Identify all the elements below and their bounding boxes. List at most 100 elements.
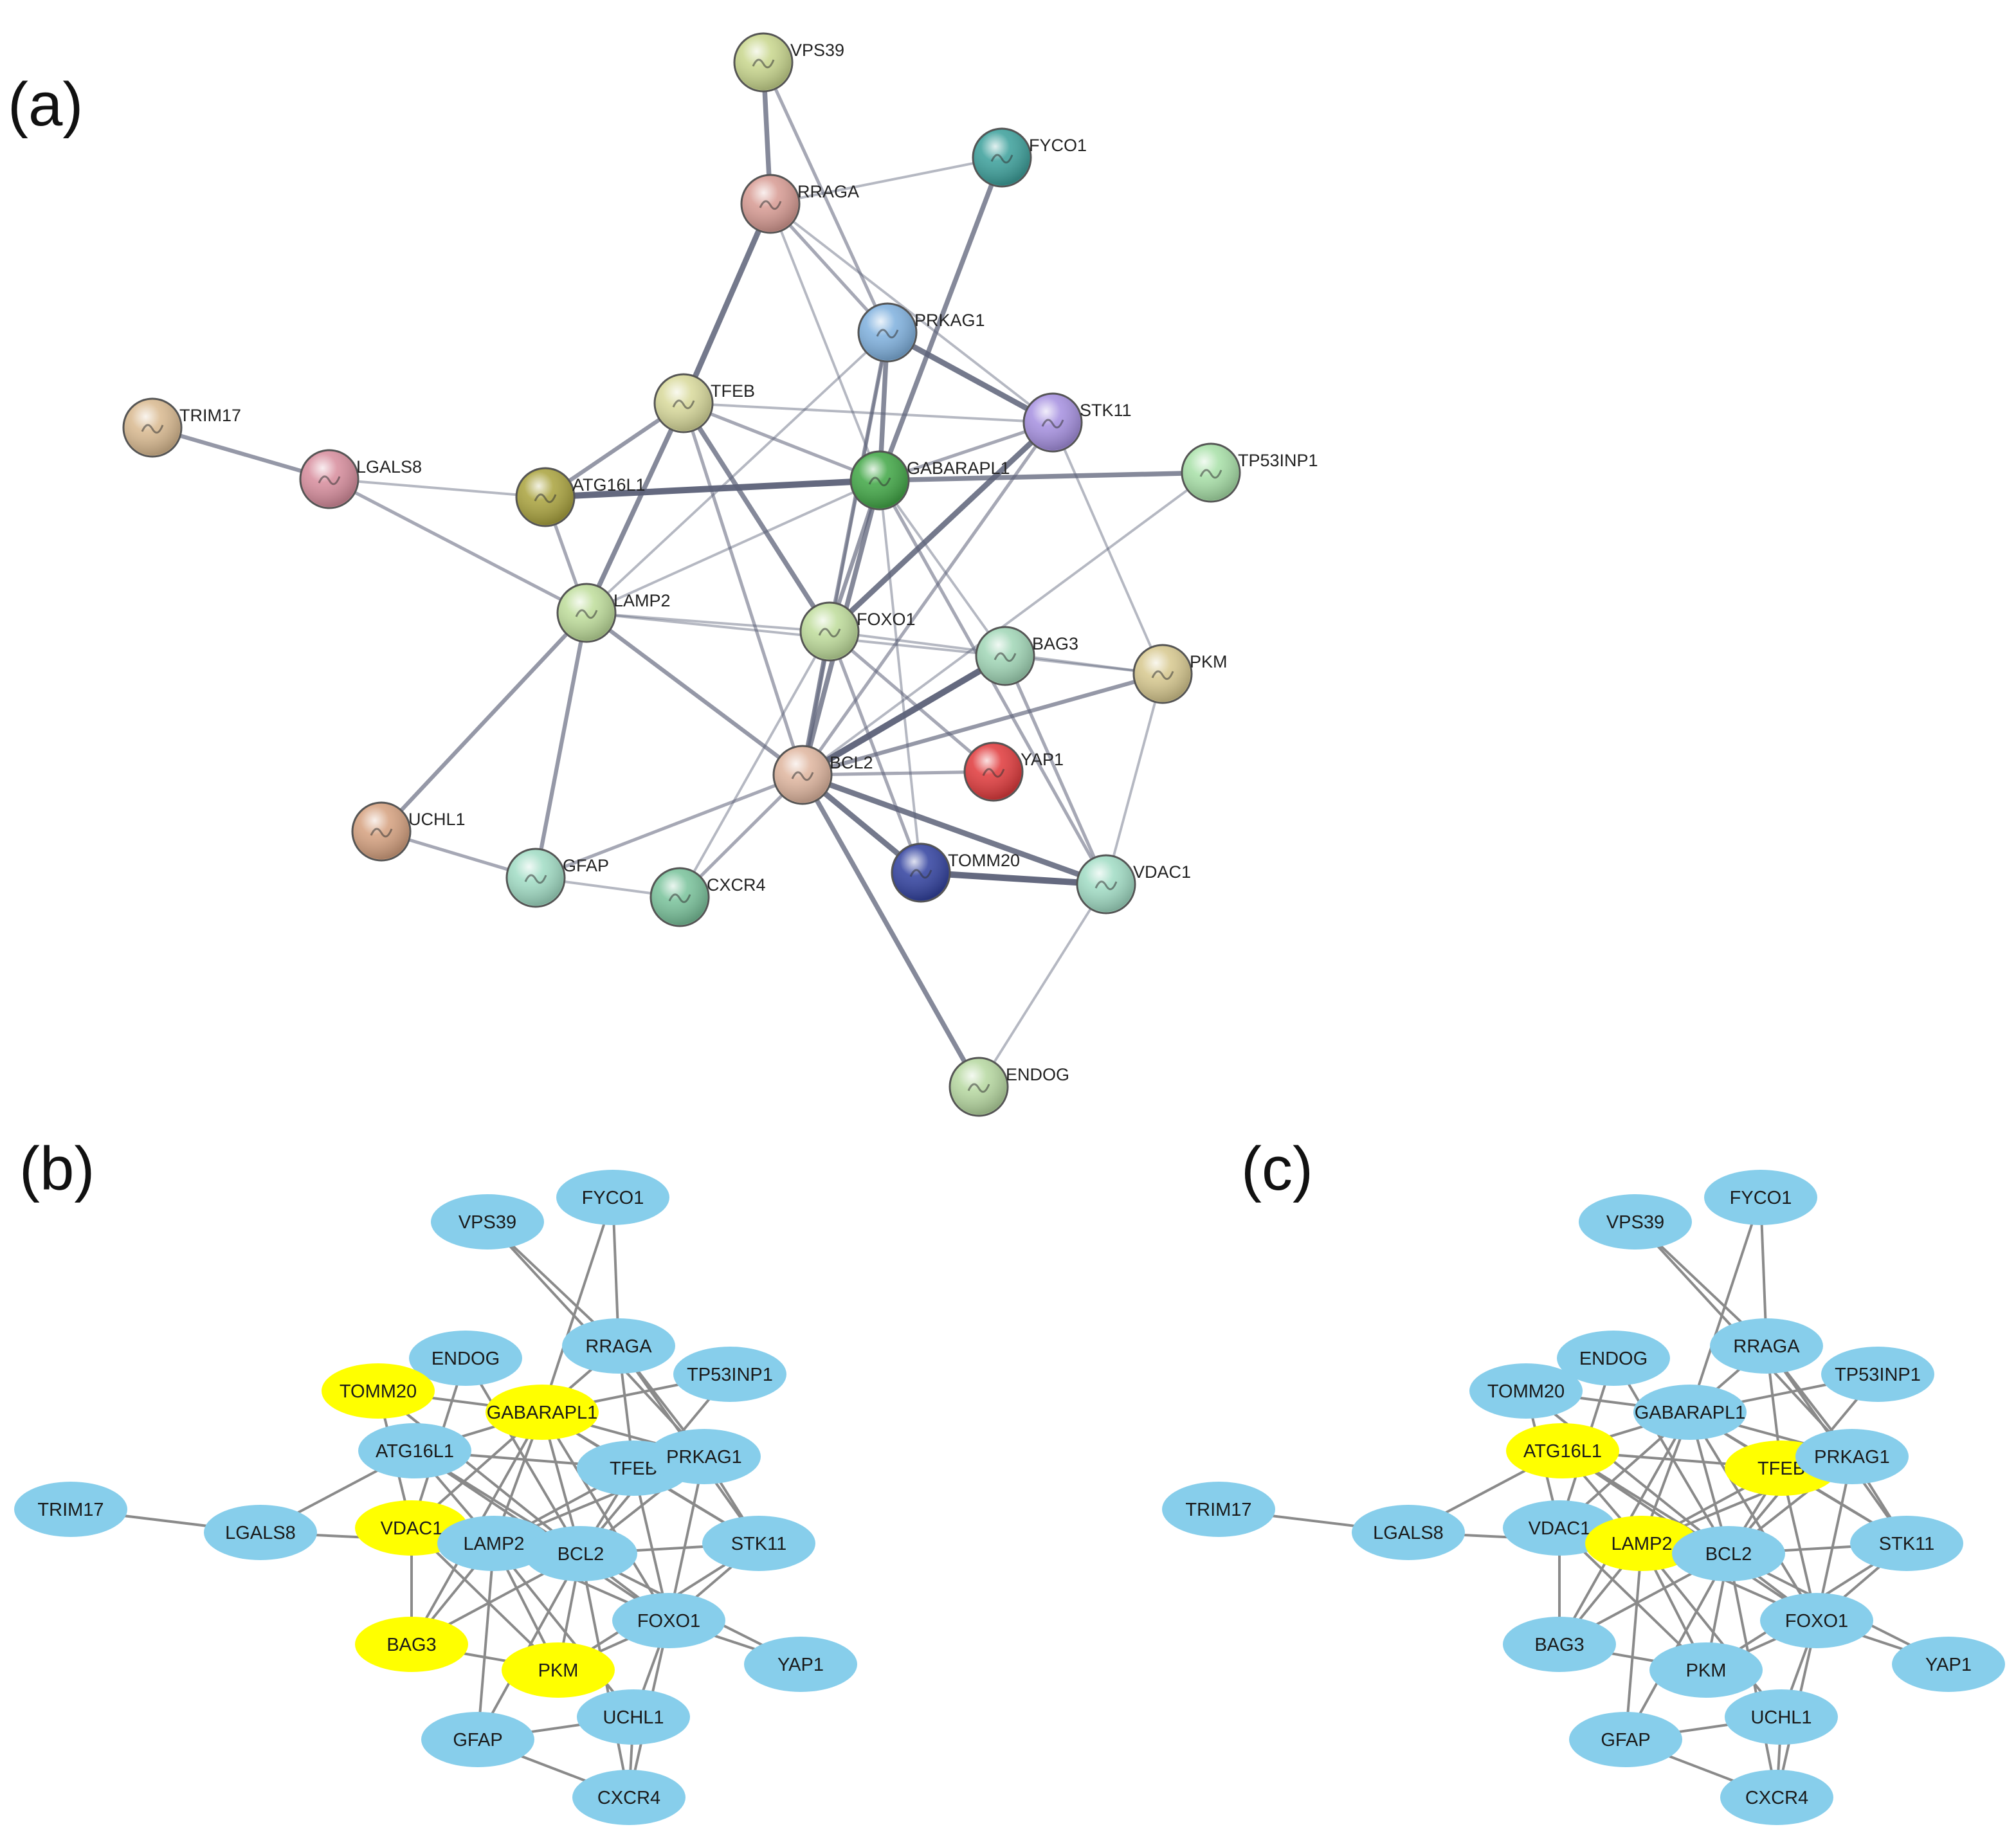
node-b-label: CXCR4	[597, 1788, 660, 1808]
node-b-pkm[interactable]: PKM	[502, 1642, 615, 1698]
node-a-structure-glyph	[524, 874, 547, 884]
node-b-label: STK11	[731, 1534, 787, 1554]
node-a-label: UCHL1	[408, 810, 466, 829]
edge-a-rraga-gabarapl1	[769, 203, 881, 482]
node-b-atg16l1[interactable]: ATG16L1	[358, 1423, 471, 1478]
node-b-endog[interactable]: ENDOG	[409, 1331, 522, 1386]
node-c-gabarapl1[interactable]: GABARAPL1	[1633, 1385, 1747, 1440]
edge-a-tfeb-lamp2	[584, 401, 686, 615]
node-a-bag3[interactable]: BAG3	[975, 626, 1078, 686]
node-a-bcl2[interactable]: BCL2	[772, 745, 873, 805]
node-c-bag3[interactable]: BAG3	[1503, 1617, 1616, 1672]
node-c-endog[interactable]: ENDOG	[1557, 1331, 1670, 1386]
node-b-fyco1[interactable]: FYCO1	[556, 1170, 669, 1225]
node-a-tomm20[interactable]: TOMM20	[891, 842, 1020, 903]
node-b-trim17[interactable]: TRIM17	[14, 1482, 127, 1537]
node-c-label: PRKAG1	[1814, 1447, 1890, 1468]
node-b-uchl1[interactable]: UCHL1	[577, 1689, 690, 1745]
node-c-yap1[interactable]: YAP1	[1892, 1637, 2005, 1692]
panel-b-edges	[70, 1197, 801, 1799]
node-b-prkag1[interactable]: PRKAG1	[648, 1429, 761, 1484]
node-a-yap1[interactable]: YAP1	[963, 741, 1064, 802]
node-b-foxo1[interactable]: FOXO1	[612, 1593, 725, 1648]
node-a-structure-glyph	[868, 477, 891, 487]
node-a-gabarapl1[interactable]: GABARAPL1	[849, 450, 1010, 511]
node-b-bcl2[interactable]: BCL2	[524, 1526, 637, 1581]
node-ellipse	[572, 1770, 686, 1825]
node-c-stk11[interactable]: STK11	[1850, 1516, 1963, 1571]
node-a-tfeb[interactable]: TFEB	[653, 373, 755, 433]
node-a-fyco1[interactable]: FYCO1	[972, 127, 1087, 188]
node-b-label: TRIM17	[37, 1500, 104, 1520]
node-b-gfap[interactable]: GFAP	[421, 1712, 534, 1767]
node-a-structure-glyph	[791, 771, 814, 781]
node-c-gfap[interactable]: GFAP	[1569, 1712, 1682, 1767]
edge-c-tomm20-bcl2	[1525, 1390, 1730, 1555]
node-ellipse	[1672, 1526, 1785, 1581]
node-a-lgals8[interactable]: LGALS8	[299, 449, 422, 509]
node-c-label: YAP1	[1925, 1655, 1972, 1675]
node-c-tomm20[interactable]: TOMM20	[1469, 1363, 1583, 1419]
node-c-atg16l1[interactable]: ATG16L1	[1506, 1423, 1619, 1478]
node-ellipse	[1557, 1331, 1670, 1386]
node-c-cxcr4[interactable]: CXCR4	[1720, 1770, 1833, 1825]
node-c-label: TOMM20	[1487, 1381, 1565, 1402]
node-a-rraga[interactable]: RRAGA	[740, 174, 859, 234]
node-b-stk11[interactable]: STK11	[702, 1516, 815, 1571]
node-a-uchl1[interactable]: UCHL1	[351, 801, 466, 862]
node-c-bcl2[interactable]: BCL2	[1672, 1526, 1785, 1581]
node-a-prkag1[interactable]: PRKAG1	[857, 302, 985, 363]
node-a-vps39[interactable]: VPS39	[733, 32, 844, 93]
node-a-structure-glyph	[575, 609, 598, 619]
node-b-tomm20[interactable]: TOMM20	[322, 1363, 435, 1419]
node-ellipse	[1710, 1318, 1823, 1374]
node-b-bag3[interactable]: BAG3	[355, 1617, 468, 1672]
node-ellipse	[1760, 1593, 1873, 1648]
edge-a-gabarapl1-tp53inp1	[877, 470, 1213, 483]
node-a-vdac1[interactable]: VDAC1	[1076, 854, 1191, 914]
node-c-vps39[interactable]: VPS39	[1579, 1194, 1692, 1250]
node-c-lamp2[interactable]: LAMP2	[1585, 1516, 1698, 1571]
node-b-lgals8[interactable]: LGALS8	[204, 1505, 317, 1560]
node-ellipse-highlighted	[502, 1642, 615, 1698]
node-b-rraga[interactable]: RRAGA	[562, 1318, 675, 1374]
edge-b-fyco1-gabarapl1	[541, 1197, 614, 1413]
node-c-lgals8[interactable]: LGALS8	[1352, 1505, 1465, 1560]
node-b-yap1[interactable]: YAP1	[744, 1637, 857, 1692]
node-b-tp53inp1[interactable]: TP53INP1	[673, 1347, 786, 1402]
edge-a-tp53inp1-bcl2	[801, 471, 1212, 776]
node-a-trim17[interactable]: TRIM17	[122, 397, 241, 458]
node-c-uchl1[interactable]: UCHL1	[1725, 1689, 1838, 1745]
node-ellipse	[556, 1170, 669, 1225]
node-c-tp53inp1[interactable]: TP53INP1	[1821, 1347, 1934, 1402]
node-b-vps39[interactable]: VPS39	[431, 1194, 544, 1250]
node-a-endog[interactable]: ENDOG	[949, 1057, 1069, 1117]
node-c-prkag1[interactable]: PRKAG1	[1795, 1429, 1909, 1484]
node-a-stk11[interactable]: STK11	[1022, 392, 1132, 453]
node-c-pkm[interactable]: PKM	[1649, 1642, 1763, 1698]
edge-a-lamp2-bcl2	[584, 610, 805, 777]
node-c-trim17[interactable]: TRIM17	[1162, 1482, 1275, 1537]
node-a-tp53inp1[interactable]: TP53INP1	[1181, 442, 1318, 503]
node-c-rraga[interactable]: RRAGA	[1710, 1318, 1823, 1374]
node-b-cxcr4[interactable]: CXCR4	[572, 1770, 686, 1825]
node-a-pkm[interactable]: PKM	[1132, 644, 1228, 704]
node-a-lamp2[interactable]: LAMP2	[556, 583, 671, 643]
node-a-label: BCL2	[830, 753, 873, 772]
edge-a-pkm-vdac1	[1105, 673, 1164, 886]
node-a-foxo1[interactable]: FOXO1	[799, 601, 916, 662]
node-c-label: BCL2	[1705, 1544, 1752, 1565]
node-a-cxcr4[interactable]: CXCR4	[649, 867, 766, 927]
edge-a-vps39-prkag1	[761, 60, 889, 334]
node-a-atg16l1[interactable]: ATG16L1	[515, 467, 646, 527]
edge-a-rraga-tfeb	[680, 201, 774, 406]
node-c-fyco1[interactable]: FYCO1	[1704, 1170, 1817, 1225]
node-c-foxo1[interactable]: FOXO1	[1760, 1593, 1873, 1648]
node-b-lamp2[interactable]: LAMP2	[437, 1516, 550, 1571]
node-a-gfap[interactable]: GFAP	[505, 848, 609, 908]
node-b-gabarapl1[interactable]: GABARAPL1	[486, 1385, 599, 1440]
node-ellipse-highlighted	[1585, 1516, 1698, 1571]
node-c-label: LAMP2	[1611, 1534, 1672, 1554]
node-ellipse	[1162, 1482, 1275, 1537]
